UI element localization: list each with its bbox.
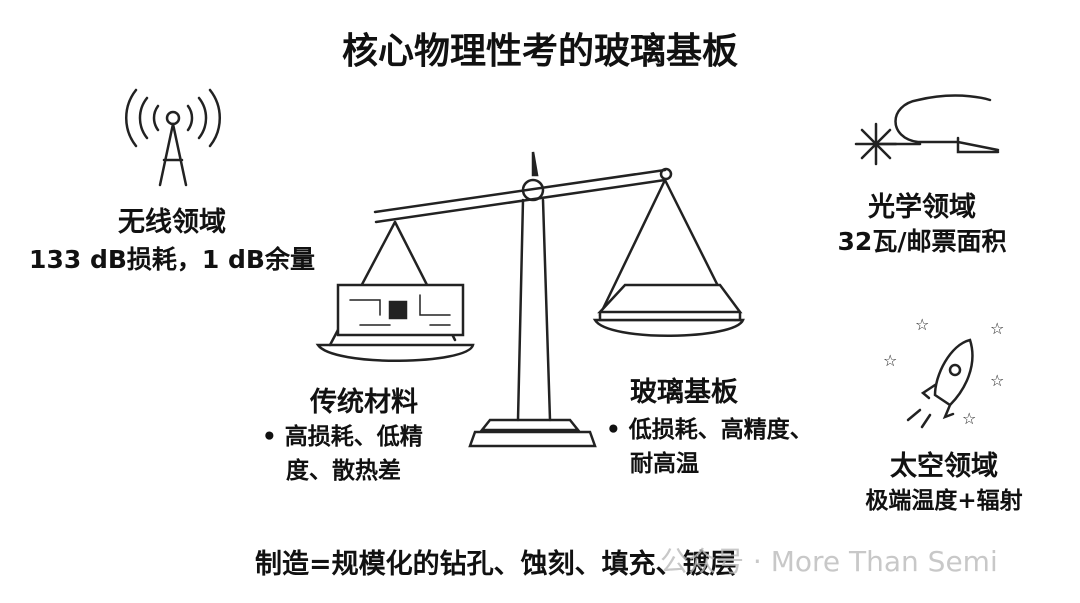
space-heading: 太空领域 [890, 451, 998, 482]
watermark: 公众号 · More Than Semi [660, 545, 998, 578]
traditional-heading: 传统材料 [310, 387, 418, 418]
star-icons: ☆ ☆ ☆ ☆ ☆ [883, 315, 1004, 428]
svg-text:☆: ☆ [990, 319, 1004, 338]
svg-text:☆: ☆ [915, 315, 929, 334]
space-detail: 极端温度+辐射 [865, 488, 1023, 514]
traditional-bullet: • 高损耗、低精 度、散热差 [262, 424, 423, 484]
traditional-bullet-line1: 高损耗、低精 [284, 424, 423, 450]
footer-text: 制造=规模化的钻孔、蚀刻、填充、镀层 [255, 549, 737, 580]
traditional-bullet-line2: 度、散热差 [286, 458, 402, 484]
glass-bullet-line2: 耐高温 [630, 451, 700, 477]
svg-text:☆: ☆ [990, 371, 1004, 390]
rocket-icon [906, 338, 974, 429]
optical-detail: 32瓦/邮票面积 [837, 227, 1007, 256]
svg-text:☆: ☆ [883, 351, 897, 370]
optical-heading: 光学领域 [868, 192, 976, 223]
wireless-detail: 133 dB损耗，1 dB余量 [29, 245, 315, 274]
antenna-icon [125, 88, 221, 187]
svg-text:☆: ☆ [962, 409, 976, 428]
glass-heading: 玻璃基板 [630, 377, 738, 408]
wireless-heading: 无线领域 [118, 207, 226, 238]
page-title: 核心物理性考的玻璃基板 [341, 31, 739, 72]
balance-scale [315, 151, 745, 448]
laser-fiber-icon [854, 94, 1000, 166]
glass-bullet: • 低损耗、高精度、 耐高温 [606, 417, 813, 477]
glass-bullet-line1: 低损耗、高精度、 [628, 417, 813, 443]
